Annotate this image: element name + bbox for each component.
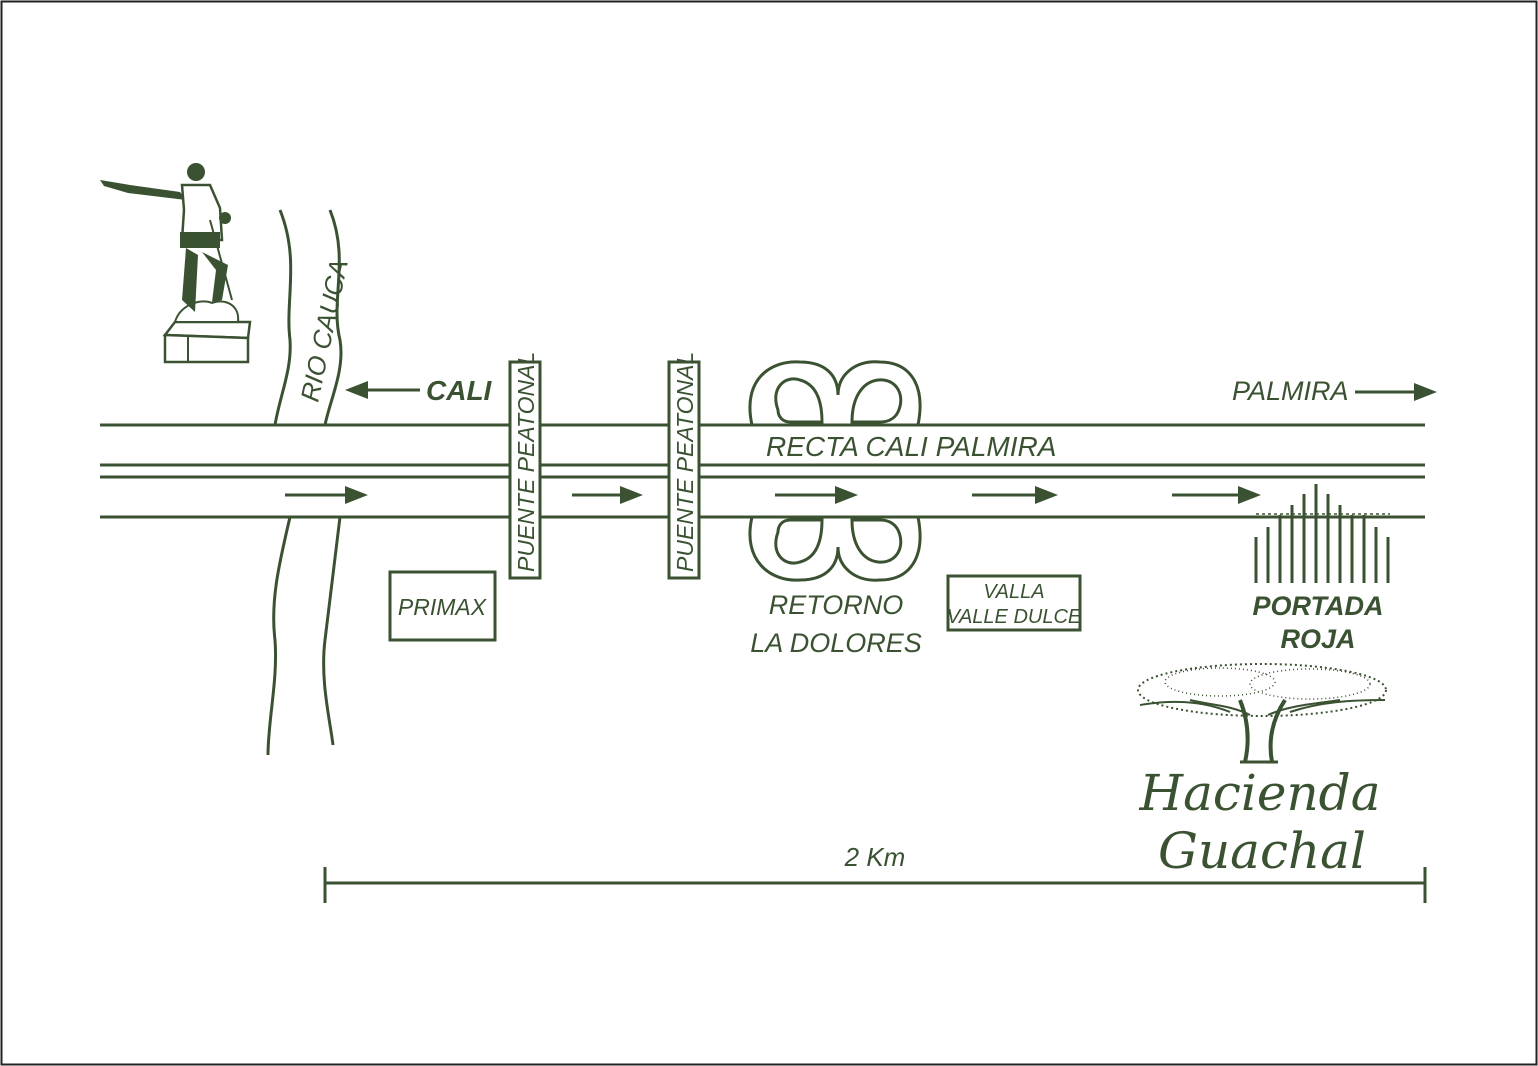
highway: [100, 423, 1425, 519]
valla-label-line2: VALLE DULCE: [947, 606, 1082, 628]
samán-tree-icon: [1137, 663, 1387, 764]
highway-label: RECTA CALI PALMIRA: [766, 431, 1056, 462]
retorno-label-line2: LA DOLORES: [750, 628, 922, 658]
bridge-2: PUENTE PEATONAL: [667, 352, 701, 580]
red-gate-bars-icon: [1254, 484, 1390, 583]
primax-station: PRIMAX: [388, 570, 497, 642]
portada-label-line1: PORTADA: [1252, 591, 1383, 621]
retorno-label-line1: RETORNO: [769, 590, 904, 620]
cali-direction: CALI: [345, 375, 493, 406]
hacienda-label-line1: Hacienda: [1138, 764, 1380, 822]
statue-of-pointing-conquistador-icon: [100, 163, 252, 364]
palmira-label: PALMIRA: [1232, 376, 1349, 406]
scale-label: 2 Km: [844, 842, 906, 872]
river: [266, 209, 343, 756]
valla-label-line1: VALLA: [983, 581, 1044, 603]
river-label: RIO CAUCA: [295, 257, 354, 405]
portada-label-line2: ROJA: [1280, 624, 1355, 654]
retorno-interchange: RETORNO LA DOLORES: [748, 360, 922, 658]
primax-label: PRIMAX: [398, 594, 488, 620]
traffic-arrows: [285, 486, 1261, 504]
hacienda-label-line2: Guachal: [1158, 822, 1366, 880]
cali-label: CALI: [426, 375, 493, 406]
bridge-1-label: PUENTE PEATONAL: [513, 352, 539, 572]
bridge-2-label: PUENTE PEATONAL: [672, 352, 698, 572]
scale-bar: 2 Km: [323, 842, 1427, 903]
valla-billboard: VALLA VALLE DULCE: [946, 574, 1082, 632]
bridge-1: PUENTE PEATONAL: [508, 352, 542, 580]
palmira-direction: PALMIRA: [1232, 376, 1437, 406]
